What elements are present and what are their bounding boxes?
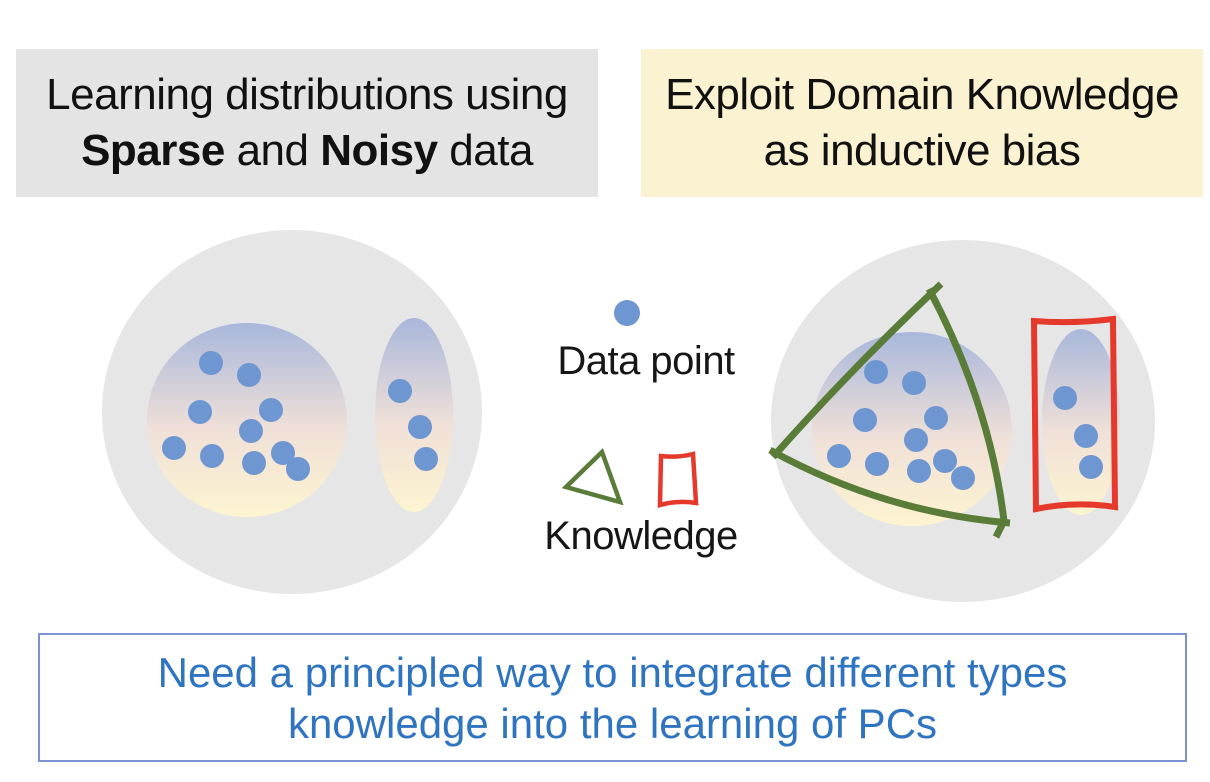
data-point-icon — [614, 300, 640, 326]
header-left-line1: Learning distributions using — [46, 70, 568, 119]
legend-knowledge-label: Knowledge — [544, 514, 738, 558]
data-point-dot — [951, 466, 975, 490]
sparse-bold-text: Sparse — [81, 126, 225, 175]
data-point-dot — [864, 360, 888, 384]
right-small-distribution-blob — [1042, 329, 1120, 515]
data-point-dot — [414, 447, 438, 471]
left-small-distribution-blob — [375, 318, 453, 512]
data-point-dot — [865, 452, 889, 476]
footer-line1: Need a principled way to integrate diffe… — [157, 648, 1068, 696]
footer-line2: knowledge into the learning of PCs — [287, 699, 938, 747]
data-point-dot — [162, 436, 186, 460]
data-point-dot — [271, 441, 295, 465]
data-point-dot — [904, 428, 928, 452]
right-cluster — [768, 240, 1155, 602]
data-point-dot — [933, 449, 957, 473]
data-point-dot — [1053, 386, 1077, 410]
data-text: data — [437, 126, 533, 175]
data-point-dot — [408, 415, 432, 439]
data-point-dot — [286, 457, 310, 481]
noisy-bold-text: Noisy — [320, 126, 438, 175]
footer-box: Need a principled way to integrate diffe… — [38, 633, 1187, 762]
data-point-dot — [199, 351, 223, 375]
and-text: and — [224, 126, 321, 175]
header-right-line2: as inductive bias — [763, 126, 1081, 175]
data-point-dot — [239, 419, 263, 443]
data-point-dot — [907, 459, 931, 483]
knowledge-rectangle-icon — [657, 451, 699, 508]
data-point-dot — [200, 444, 224, 468]
knowledge-triangle-outline — [768, 281, 1011, 539]
data-point-dot — [259, 398, 283, 422]
header-left-line2: Sparse and Noisy data — [81, 123, 533, 179]
header-sparse-noisy-box: Learning distributions using Sparse and … — [16, 49, 598, 197]
knowledge-triangle-icon — [561, 447, 624, 506]
data-point-dot — [237, 363, 261, 387]
data-point-dot — [1074, 424, 1098, 448]
data-point-dot — [827, 444, 851, 468]
legend-data-point-label: Data point — [557, 339, 735, 383]
data-point-dot — [188, 400, 212, 424]
left-cluster-dots — [162, 351, 438, 481]
left-cluster — [102, 230, 482, 594]
data-point-dot — [902, 371, 926, 395]
data-point-dot — [388, 379, 412, 403]
right-cluster-dots — [827, 360, 1103, 490]
data-point-dot — [853, 408, 877, 432]
data-point-dot — [242, 451, 266, 475]
data-point-dot — [924, 406, 948, 430]
header-domain-knowledge-box: Exploit Domain Knowledge as inductive bi… — [641, 49, 1203, 197]
legend-glyphs — [561, 300, 699, 508]
header-right-line1: Exploit Domain Knowledge — [665, 70, 1179, 119]
knowledge-rectangle-outline — [1030, 315, 1119, 513]
data-point-dot — [1079, 455, 1103, 479]
